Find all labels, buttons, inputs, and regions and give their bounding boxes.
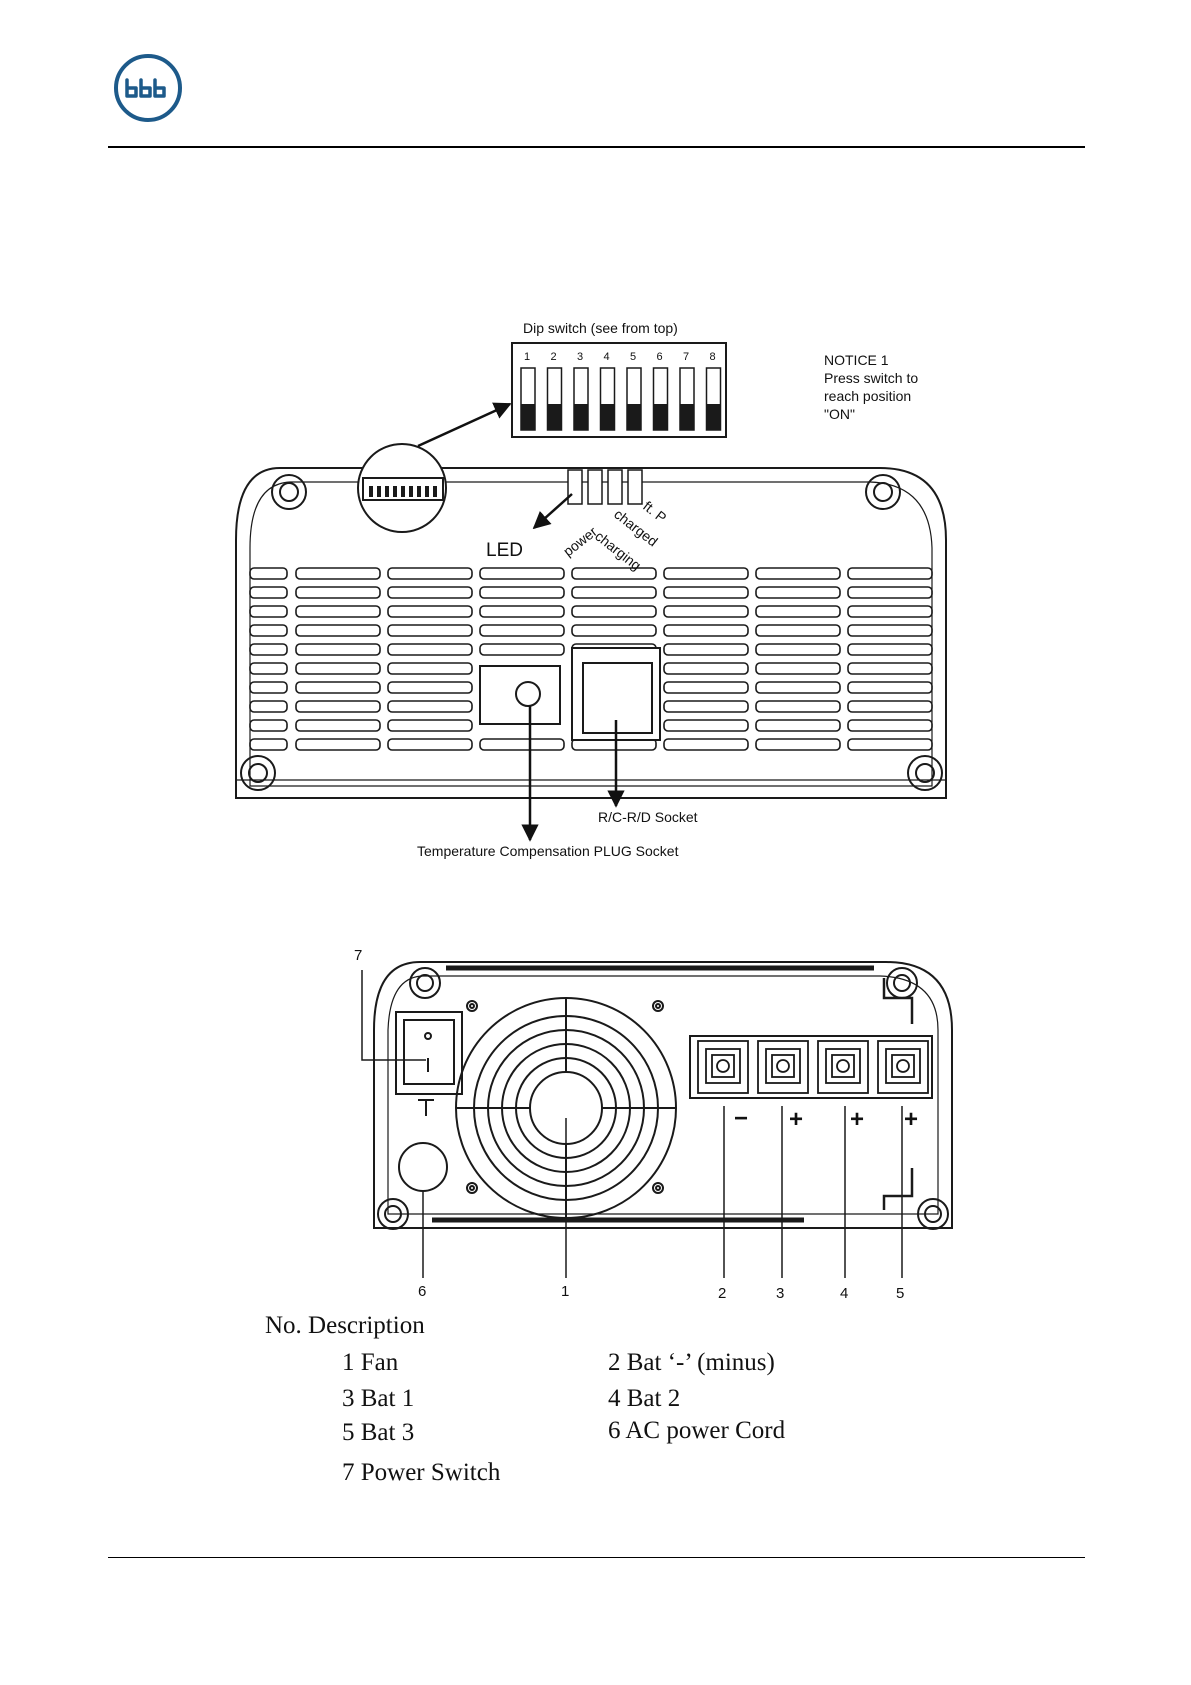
notice-1: NOTICE 1 Press switch to reach position … xyxy=(824,352,918,422)
description-item-2: 2 Bat ‘-’ (minus) xyxy=(608,1349,775,1377)
screw-bottom-left xyxy=(241,756,275,790)
screw-top-right xyxy=(866,475,900,509)
svg-text:reach position: reach position xyxy=(824,388,911,404)
callout-2: 2 xyxy=(718,1285,726,1302)
polarity-minus: − xyxy=(734,1105,748,1132)
description-item-4: 4 Bat 2 xyxy=(608,1385,680,1413)
ac-power-cord xyxy=(399,1143,447,1191)
led-cluster xyxy=(568,470,642,504)
temp-comp-socket xyxy=(516,682,540,706)
rcrd-socket-label: R/C-R/D Socket xyxy=(598,809,698,825)
power-switch-frame xyxy=(396,1012,462,1094)
led-callout-arrow xyxy=(534,494,572,528)
dip-number: 4 xyxy=(604,351,610,363)
dip-switch-mini xyxy=(369,486,437,497)
description-item-6: 6 AC power Cord xyxy=(608,1417,785,1445)
dip-number: 7 xyxy=(683,351,689,363)
callout-4: 4 xyxy=(840,1285,848,1302)
callout-5: 5 xyxy=(896,1285,904,1302)
led-label: LED xyxy=(486,540,523,561)
dip-number: 8 xyxy=(710,351,716,363)
description-item-3: 3 Bat 1 xyxy=(342,1385,414,1413)
dip-number: 3 xyxy=(577,351,583,363)
led-name-ftp: ft. P xyxy=(640,498,669,526)
dip-switch-detail: 1 2 3 4 5 6 7 8 xyxy=(512,343,726,437)
temp-socket-label: Temperature Compensation PLUG Socket xyxy=(417,843,679,859)
battery-terminals xyxy=(698,1041,928,1093)
description-item-1: 1 Fan xyxy=(342,1349,398,1377)
polarity-plus-1: + xyxy=(789,1106,803,1133)
svg-text:Press switch to: Press switch to xyxy=(824,370,918,386)
description-heading: No. Description xyxy=(265,1312,425,1340)
svg-text:"ON": "ON" xyxy=(824,406,855,422)
dip-switch-title: Dip switch (see from top) xyxy=(523,320,678,336)
callout-7: 7 xyxy=(354,947,362,964)
screw-bottom-right xyxy=(908,756,942,790)
description-item-5: 5 Bat 3 xyxy=(342,1419,414,1447)
power-switch xyxy=(404,1020,454,1084)
dip-number: 1 xyxy=(524,351,530,363)
dip-callout-arrow xyxy=(418,404,510,446)
polarity-plus-2: + xyxy=(850,1106,864,1133)
dip-number: 2 xyxy=(551,351,557,363)
battery-terminal-block xyxy=(690,1036,932,1098)
callout-3: 3 xyxy=(776,1285,784,1302)
screw-top-left xyxy=(410,968,440,998)
dip-number: 6 xyxy=(657,351,663,363)
description-item-7: 7 Power Switch xyxy=(342,1459,500,1487)
dip-number: 5 xyxy=(630,351,636,363)
back-panel-diagram xyxy=(374,962,952,1229)
svg-text:NOTICE 1: NOTICE 1 xyxy=(824,352,889,368)
callout-1: 1 xyxy=(561,1283,569,1300)
screw-top-left xyxy=(272,475,306,509)
rcrd-socket xyxy=(583,663,652,733)
polarity-plus-3: + xyxy=(904,1106,918,1133)
footer-rule xyxy=(108,1557,1085,1558)
callout-6: 6 xyxy=(418,1283,426,1300)
